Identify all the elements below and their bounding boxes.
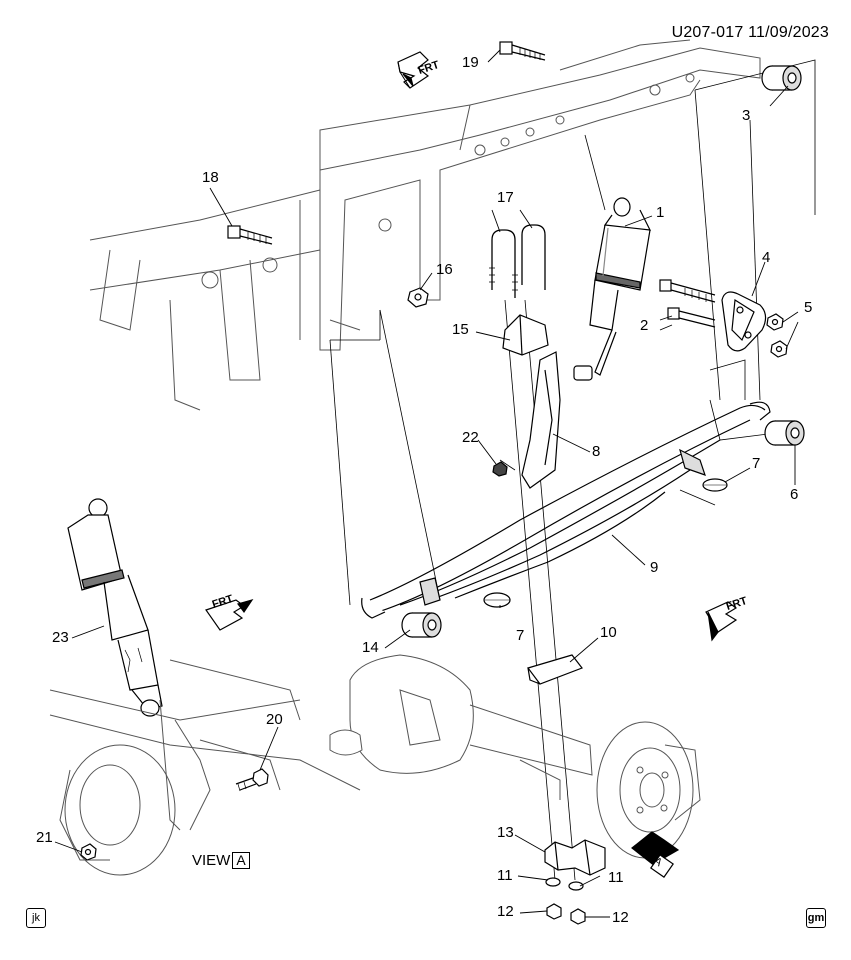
view-a-detail [49,498,361,876]
view-label-text: VIEW [192,852,231,869]
callout-4: 4 [762,249,771,266]
callout-7-right: 7 [752,455,761,472]
part-4-shackle [721,291,767,352]
callout-leaders [54,49,799,918]
part-22-nut [492,461,508,477]
diagram-id-date: U207-017 11/09/2023 [671,24,829,41]
callout-13: 13 [497,824,514,841]
part-15-spacer [502,314,549,356]
part-7-pads [483,478,728,608]
callout-19: 19 [462,54,479,71]
part-19-bolt [499,41,546,61]
callout-8: 8 [592,443,601,460]
part-5-nuts [766,313,788,358]
callout-5: 5 [804,299,813,316]
frt-arrow-right [705,601,738,642]
part-11-washers [545,877,584,891]
corner-badge-right: gm [806,908,826,928]
view-label-letter: A [232,852,250,869]
callout-9: 9 [650,559,659,576]
callout-17: 17 [497,189,514,206]
callout-12-right: 12 [612,909,629,926]
callout-20: 20 [266,711,283,728]
part-20-bolt [235,768,269,792]
callout-10: 10 [600,624,617,641]
part-17-u-bolts [489,224,546,298]
corner-badge-left: jk [26,908,46,928]
part-10-plate [527,654,583,685]
callout-14: 14 [362,639,379,656]
callout-11-right: 11 [608,869,624,886]
callout-15: 15 [452,321,469,338]
part-14-bushing [401,612,442,638]
view-a-arrow [631,831,680,878]
part-8-bracket [521,351,561,489]
callout-3: 3 [742,107,751,124]
callout-18: 18 [202,169,219,186]
callout-21: 21 [36,829,53,846]
part-6-bushing [764,420,805,446]
callout-6: 6 [790,486,799,503]
callout-1: 1 [656,204,665,221]
part-21-nut [80,843,97,861]
callout-22: 22 [462,429,479,446]
part-2-bolts [659,279,716,328]
frt-arrow-top [397,51,430,89]
part-13-spring-plate [544,839,606,876]
callout-7-left: 7 [516,627,525,644]
part-23-shock-absorber [67,498,163,717]
part-9-leaf-spring [361,401,771,619]
callout-11-left: 11 [497,867,513,884]
callout-23: 23 [52,629,69,646]
part-1-shock-absorber [573,197,652,381]
part-16-nut [407,287,429,308]
part-18-bolt [227,225,273,245]
callout-12-left: 12 [497,903,514,920]
callout-2: 2 [640,317,649,334]
part-3-bushing [761,65,802,91]
rear-axle-assembly [329,654,701,859]
frt-arrow-mid [205,598,254,631]
callout-16: 16 [436,261,453,278]
frame-rail [89,39,761,411]
part-12-nuts [546,903,586,925]
